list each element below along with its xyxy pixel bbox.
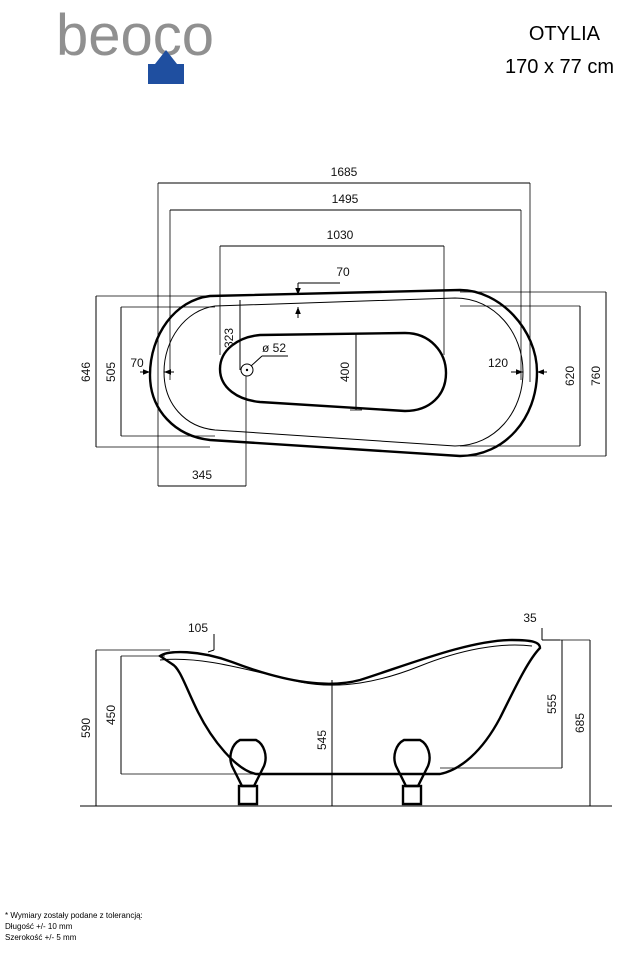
drain-center bbox=[245, 368, 249, 372]
brand-logo: beoco bbox=[56, 3, 214, 84]
drain-circle bbox=[240, 363, 254, 377]
dim-323: 323 bbox=[222, 328, 236, 348]
dim-35: 35 bbox=[523, 611, 537, 625]
dim-400: 400 bbox=[338, 362, 352, 382]
dim-590: 590 bbox=[79, 718, 93, 738]
dim-70-left: 70 bbox=[130, 356, 144, 370]
product-size: 170 x 77 cm bbox=[505, 56, 614, 78]
top-view: 1685 1495 1030 70 646 505 70 323 bbox=[79, 165, 607, 487]
dim-1495: 1495 bbox=[332, 192, 359, 206]
left-foot bbox=[229, 738, 267, 806]
note-line1: * Wymiary zostały podane z tolerancją: bbox=[5, 911, 143, 920]
tub-basin bbox=[218, 331, 448, 413]
tub-side-rim bbox=[159, 644, 533, 686]
product-name: OTYLIA bbox=[529, 23, 601, 45]
dim-diameter: ø 52 bbox=[262, 341, 286, 355]
dim-70-top: 70 bbox=[336, 265, 350, 279]
logo-drop-icon bbox=[148, 50, 184, 84]
tub-outline-inner bbox=[163, 297, 524, 447]
note-line3: Szerokość +/- 5 mm bbox=[5, 933, 77, 942]
dim-450: 450 bbox=[104, 705, 118, 725]
dim-1030: 1030 bbox=[327, 228, 354, 242]
dim-505: 505 bbox=[104, 362, 118, 382]
dim-120: 120 bbox=[488, 356, 508, 370]
tub-side-body bbox=[157, 638, 542, 776]
dim-760: 760 bbox=[589, 366, 603, 386]
dim-345: 345 bbox=[192, 468, 212, 482]
logo-text: beoco bbox=[56, 3, 214, 68]
dim-555: 555 bbox=[545, 694, 559, 714]
dim-685: 685 bbox=[573, 713, 587, 733]
right-foot bbox=[393, 738, 431, 806]
dim-646: 646 bbox=[79, 362, 93, 382]
dim-105: 105 bbox=[188, 621, 208, 635]
side-view: 105 35 590 450 545 555 685 bbox=[79, 611, 612, 807]
dim-1685: 1685 bbox=[331, 165, 358, 179]
note-line2: Długość +/- 10 mm bbox=[5, 922, 73, 931]
tolerance-notes: * Wymiary zostały podane z tolerancją: D… bbox=[5, 911, 143, 942]
dim-545: 545 bbox=[315, 730, 329, 750]
dim-620: 620 bbox=[563, 366, 577, 386]
